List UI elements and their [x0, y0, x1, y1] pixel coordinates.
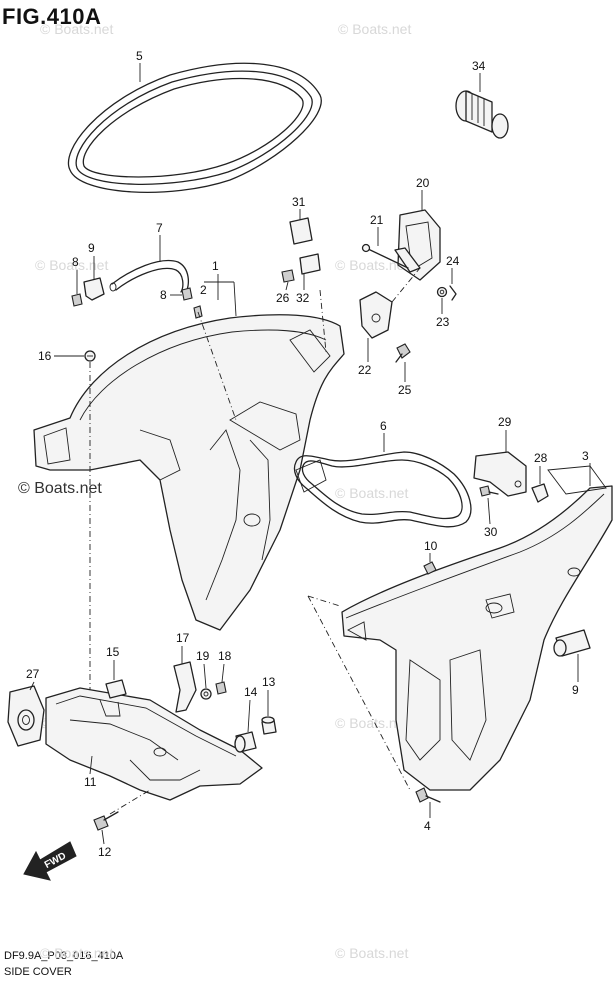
part-27-nut	[281, 269, 295, 283]
part-3-side-cover-right	[341, 465, 613, 791]
part-20-washer	[200, 688, 212, 700]
callout-28: 27	[26, 667, 40, 681]
part-25-clip	[449, 285, 457, 301]
callout-23: 22	[358, 363, 372, 377]
part-29-cap	[531, 483, 549, 503]
watermark-faint: © Boats.net	[335, 485, 408, 501]
part-31-screw	[479, 485, 499, 497]
part-11-screw	[423, 561, 437, 575]
callout-3: 3	[582, 449, 589, 463]
part-9-bracket	[83, 277, 105, 301]
callout-20: 19	[196, 649, 210, 663]
part-26-bolt	[395, 343, 411, 363]
part-18-bracket	[173, 661, 197, 713]
callout-11: 10	[424, 539, 438, 553]
callout-27: 26	[276, 291, 290, 305]
part-8b-clamp	[181, 287, 193, 301]
part-5-seal-ring	[67, 62, 322, 193]
part-32-clip	[289, 217, 313, 245]
callout-7: 7	[156, 221, 163, 235]
watermark-faint: © Boats.net	[40, 945, 113, 961]
callout-26: 25	[398, 383, 412, 397]
callout-22: 21	[370, 213, 384, 227]
part-33-plate	[299, 253, 321, 275]
figure-name: SIDE COVER	[4, 966, 72, 978]
callout-29: 28	[534, 451, 548, 465]
watermark-faint: © Boats.net	[338, 21, 411, 37]
callout-30: 29	[498, 415, 512, 429]
part-23-bracket	[359, 291, 393, 339]
callout-18: 17	[176, 631, 190, 645]
part-15-mount	[234, 731, 257, 753]
watermark-faint: © Boats.net	[35, 257, 108, 273]
part-21-latch-lever	[394, 209, 441, 281]
fwd-label: FWD	[43, 851, 68, 871]
part-1-side-cover-left	[33, 314, 345, 631]
callout-14: 13	[262, 675, 276, 689]
callout-21: 20	[416, 176, 430, 190]
callout-32: 31	[292, 195, 306, 209]
part-17-screw	[84, 350, 96, 362]
callout-5: 5	[136, 49, 143, 63]
watermark-faint: © Boats.net	[335, 715, 408, 731]
callout-9: 9	[88, 241, 95, 255]
callout-34: 34	[472, 59, 486, 73]
callout-1: 1	[212, 259, 219, 273]
callout-15: 14	[244, 685, 258, 699]
callout-17: 16	[38, 349, 52, 363]
figure-code: DF9.9A_P03_016_410A	[4, 950, 124, 962]
callout-19: 18	[218, 649, 232, 663]
part-7-hose	[109, 260, 190, 293]
callout-2: 2	[200, 283, 207, 297]
callout-31: 30	[484, 525, 498, 539]
part-6-gasket	[293, 451, 472, 528]
callout-33: 32	[296, 291, 310, 305]
callout-16: 15	[106, 645, 120, 659]
part-28-grommet	[7, 685, 45, 747]
part-14-collar	[261, 716, 277, 735]
callout-25: 24	[446, 254, 460, 268]
part-4-bolt	[415, 787, 441, 803]
part-13-bolt	[93, 811, 119, 831]
figure-title: FIG.410A	[2, 4, 102, 29]
callout-24: 23	[436, 315, 450, 329]
callout-13: 12	[98, 845, 112, 859]
part-8-clamp	[71, 293, 83, 307]
part-24-washer	[436, 286, 448, 298]
watermark-faint: © Boats.net	[40, 21, 113, 37]
callout-8b: 8	[160, 288, 167, 302]
callout-10: 9	[572, 683, 579, 697]
part-30-bracket	[473, 451, 527, 497]
part-10-grommet	[553, 629, 591, 657]
callout-6: 6	[380, 419, 387, 433]
callout-12: 11	[84, 775, 97, 789]
watermark-text: © Boats.net	[18, 480, 102, 497]
callout-8: 8	[72, 255, 79, 269]
part-22-pin	[361, 243, 409, 269]
fwd-arrow-icon: FWD	[23, 841, 77, 881]
part-34-grommet	[455, 90, 509, 139]
part-19-bolt	[215, 681, 227, 695]
part-12-lower-cover	[45, 687, 263, 801]
part-16-clip	[105, 679, 127, 699]
watermark-faint: © Boats.net	[335, 257, 408, 273]
watermark-faint: © Boats.net	[335, 945, 408, 961]
callout-4: 4	[424, 819, 431, 833]
